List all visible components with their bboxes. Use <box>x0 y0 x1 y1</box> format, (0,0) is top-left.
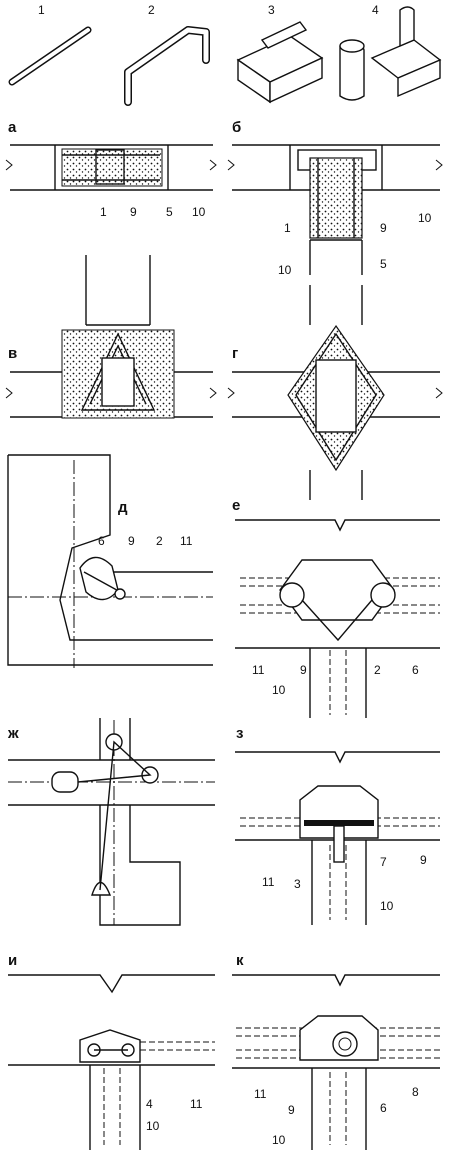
callout-d-6: 6 <box>98 534 105 548</box>
callout-k-6: 6 <box>380 1101 387 1115</box>
callout-k-9: 9 <box>288 1103 295 1117</box>
callout-z-3: 3 <box>294 877 301 891</box>
callout-i-11: 11 <box>190 1097 203 1111</box>
panel-v-cross-joint <box>5 255 217 419</box>
item-2-bent-rod <box>124 26 210 106</box>
top-item-1-label: 1 <box>38 3 45 17</box>
callout-i-10: 10 <box>146 1119 160 1133</box>
callout-e-2: 2 <box>374 663 381 677</box>
panel-zh-joint <box>8 718 215 926</box>
panel-label-a: а <box>8 119 17 136</box>
callout-d-11: 11 <box>180 534 193 548</box>
panel-label-z: з <box>236 725 244 742</box>
panel-z-joint <box>235 751 440 925</box>
panel-label-i: и <box>8 952 18 969</box>
panel-d-joint <box>7 454 213 668</box>
callout-d-9: 9 <box>128 534 135 548</box>
item-1-straight-rod <box>8 26 92 86</box>
callout-b-10-right: 10 <box>418 211 432 225</box>
panel-label-e: е <box>232 497 241 514</box>
panel-e-joint <box>235 519 440 718</box>
callout-i-4: 4 <box>146 1097 153 1111</box>
callout-k-11: 11 <box>254 1087 267 1101</box>
callout-a-10: 10 <box>192 205 206 219</box>
panel-label-k: к <box>236 952 244 969</box>
top-item-4-label: 4 <box>372 3 379 17</box>
callout-k-8: 8 <box>412 1085 419 1099</box>
callout-e-11: 11 <box>252 663 265 677</box>
panel-label-d: д <box>118 499 128 516</box>
callout-b-9: 9 <box>380 221 387 235</box>
panel-a-joint <box>5 144 217 191</box>
item-4-plate-with-sleeve <box>339 6 442 101</box>
panel-b-joint <box>227 144 443 275</box>
callout-z-11: 11 <box>262 875 275 889</box>
callout-e-6: 6 <box>412 663 419 677</box>
panel-k-joint <box>232 974 440 1150</box>
callout-e-9: 9 <box>300 663 307 677</box>
callout-b-1: 1 <box>284 221 291 235</box>
callout-b-10-bottom: 10 <box>278 263 292 277</box>
callout-z-9: 9 <box>420 853 427 867</box>
callout-k-10: 10 <box>272 1133 286 1147</box>
callout-z-7: 7 <box>380 855 387 869</box>
callout-a-9: 9 <box>130 205 137 219</box>
callout-b-5: 5 <box>380 257 387 271</box>
panel-label-g: г <box>232 345 239 362</box>
item-3-t-plate <box>236 21 324 104</box>
panel-label-zh: ж <box>8 725 19 742</box>
top-item-3-label: 3 <box>268 3 275 17</box>
panel-g-cross-joint <box>227 285 443 500</box>
panel-label-v: в <box>8 345 18 362</box>
callout-z-10: 10 <box>380 899 394 913</box>
callout-e-10: 10 <box>272 683 286 697</box>
callout-d-2: 2 <box>156 534 163 548</box>
callout-a-5: 5 <box>166 205 173 219</box>
panel-label-b: б <box>232 119 242 136</box>
top-item-2-label: 2 <box>148 3 155 17</box>
callout-a-1: 1 <box>100 205 107 219</box>
panel-i-joint <box>8 974 215 1150</box>
